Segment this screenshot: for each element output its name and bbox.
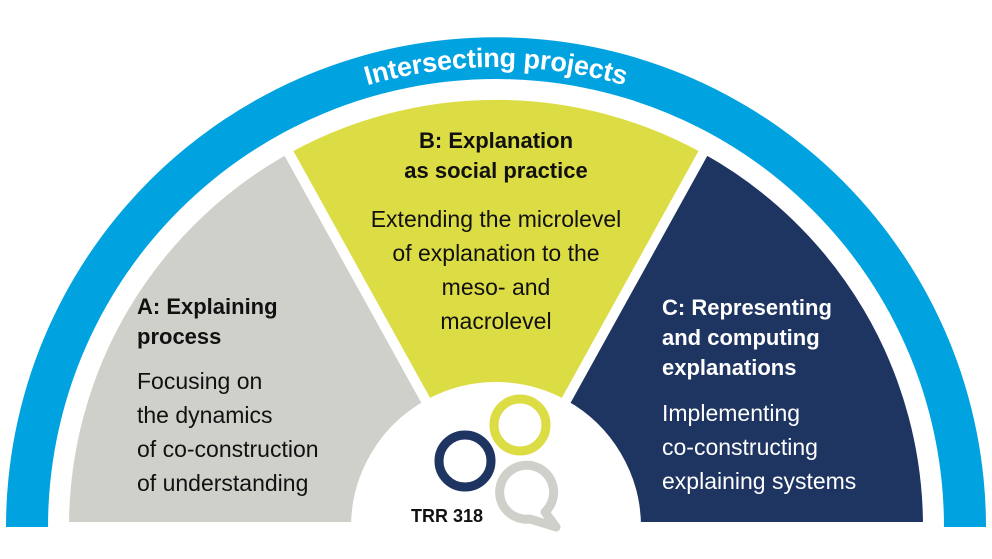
logo-speech-bubble-icon [495, 460, 561, 532]
trr318-logo: TRR 318 [411, 394, 561, 532]
body-line: Implementing [662, 400, 801, 426]
segment-b-title: B: Explanation as social practice [404, 126, 587, 186]
body-line: the dynamics [137, 402, 273, 428]
body-line: of explanation to the [392, 240, 600, 266]
body-line: explaining systems [662, 468, 857, 494]
title-line: C: Representing [662, 295, 832, 320]
title-line: and computing [662, 325, 820, 350]
body-line: meso- and [441, 274, 551, 300]
logo-text: TRR 318 [411, 506, 483, 526]
logo-navy-ring-icon [434, 430, 496, 492]
title-line: B: Explanation [418, 128, 574, 153]
segment-b [279, 89, 713, 412]
segment-b-body: Extending the microlevel of explanation … [371, 202, 622, 338]
body-line: macrolevel [440, 308, 552, 334]
title-line: explanations [662, 355, 797, 380]
body-line: co-constructing [662, 434, 818, 460]
body-line: Focusing on [137, 368, 263, 394]
body-line: of understanding [137, 470, 309, 496]
segment-c-body: Implementing co-constructing explaining … [662, 396, 856, 498]
segment-c [557, 142, 934, 532]
body-line: of co-construction [137, 436, 319, 462]
title-line: A: Explaining [137, 294, 278, 319]
segment-a-title: A: Explaining process [137, 292, 278, 352]
title-line: as social practice [404, 158, 588, 183]
segment-c-title: C: Representing and computing explanatio… [662, 293, 832, 383]
body-line: Extending the microlevel [370, 206, 622, 232]
logo-yellow-ring-icon [489, 394, 551, 456]
title-line: process [137, 324, 222, 349]
segment-a-body: Focusing on the dynamics of co-construct… [137, 364, 319, 500]
